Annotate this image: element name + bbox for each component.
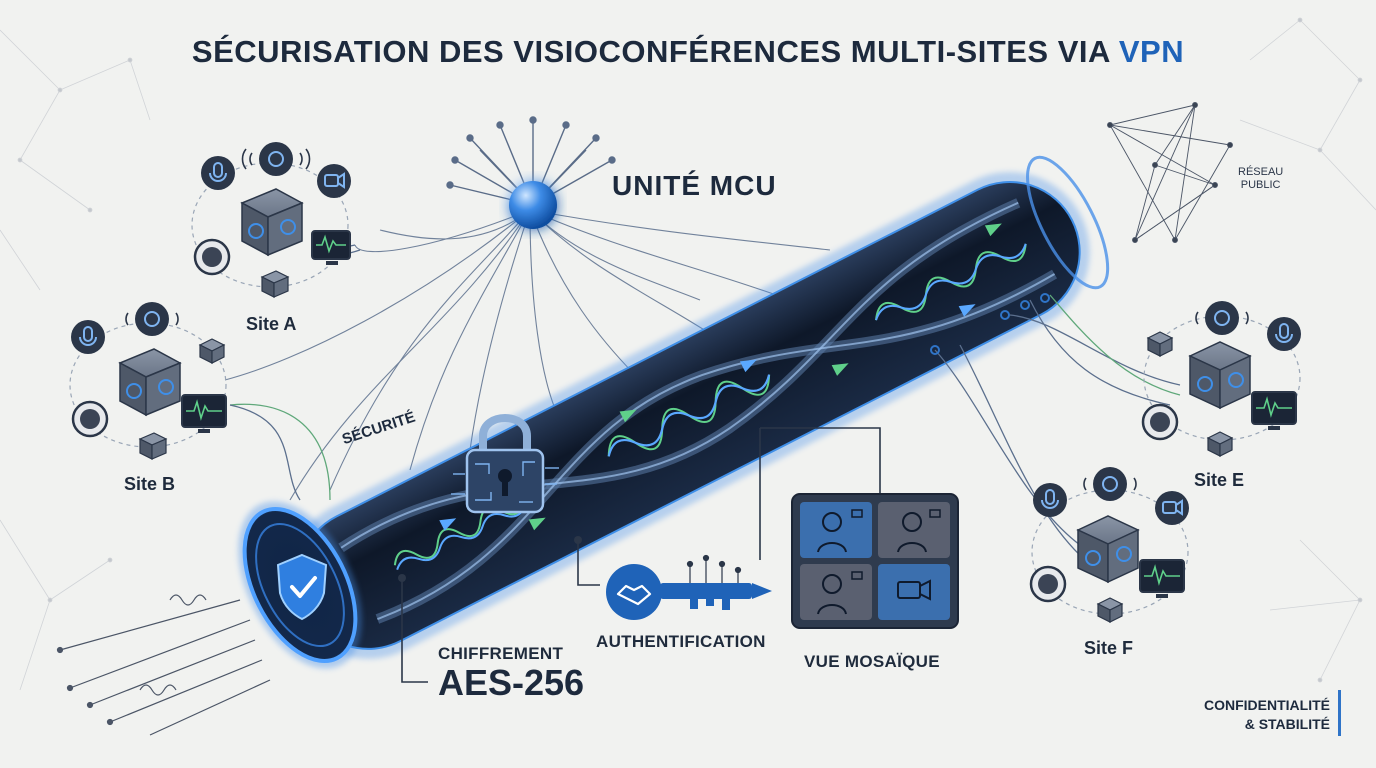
- mosaic-tile: [878, 564, 950, 620]
- mcu-orb: [509, 181, 557, 229]
- mosaic-tile: [878, 502, 950, 558]
- footer-line2: & STABILITÉ: [1244, 716, 1330, 732]
- title-main: SÉCURISATION DES VISIOCONFÉRENCES MULTI-…: [191, 34, 1119, 69]
- public-network-label: RÉSEAU PUBLIC: [1238, 166, 1283, 192]
- microphone-icon: [71, 320, 105, 354]
- webcam-icon: [1195, 301, 1249, 335]
- encryption-line2: AES-256: [438, 662, 585, 703]
- public-network-graph: [1107, 102, 1233, 243]
- site-e-cluster: [1141, 301, 1301, 457]
- padlock-icon: [451, 414, 559, 514]
- video-camera-icon: [1155, 491, 1189, 525]
- mosaic-view-panel: [791, 493, 959, 629]
- video-camera-icon: [317, 164, 351, 198]
- monitor-icon: [1139, 559, 1185, 598]
- site-label-f: Site F: [1084, 638, 1134, 658]
- public-network-line1: RÉSEAU: [1238, 166, 1284, 178]
- mcu-label: UNITÉ MCU: [612, 170, 777, 201]
- footer-accent-bar: [1338, 690, 1341, 736]
- microphone-icon: [1267, 317, 1301, 351]
- public-network-line2: PUBLIC: [1240, 179, 1281, 191]
- webcam-icon: [241, 142, 311, 176]
- site-b-cluster: [69, 302, 227, 460]
- encryption-line1: CHIFFREMENT: [438, 644, 564, 663]
- site-cube: [118, 348, 182, 417]
- authentication-label: AUTHENTIFICATION: [596, 632, 766, 651]
- site-f-cluster: [1029, 467, 1189, 623]
- site-cube: [1076, 515, 1140, 584]
- speaker-icon: [1029, 565, 1067, 603]
- monitor-icon: [311, 230, 351, 265]
- site-cube: [240, 188, 304, 257]
- speaker-icon: [1141, 403, 1179, 441]
- webcam-icon: [125, 302, 179, 336]
- footer-line1: CONFIDENTIALITÉ: [1204, 697, 1330, 713]
- background-mesh: [0, 17, 1376, 691]
- monitor-icon: [1251, 391, 1297, 430]
- monitor-icon: [181, 394, 227, 433]
- mosaic-tile: [800, 564, 872, 620]
- site-label-b: Site B: [124, 474, 176, 494]
- microphone-icon: [201, 156, 235, 190]
- site-a-cluster: [191, 142, 351, 298]
- key-icon: [660, 554, 772, 610]
- site-label-e: Site E: [1194, 470, 1245, 490]
- mosaic-tile: [800, 502, 872, 558]
- site-cube: [1188, 341, 1252, 410]
- incoming-traffic: [56, 594, 271, 736]
- site-wires: [229, 244, 1181, 561]
- site-label-a: Site A: [246, 314, 297, 334]
- webcam-icon: [1083, 467, 1137, 501]
- encryption-label: CHIFFREMENT AES-256: [438, 644, 584, 704]
- mosaic-label: VUE MOSAÏQUE: [804, 652, 940, 671]
- vpn-tunnel: [238, 155, 1110, 669]
- title-highlight: VPN: [1118, 34, 1185, 69]
- shield-check-icon: [276, 553, 328, 621]
- handshake-icon: [606, 564, 662, 620]
- speaker-icon: [71, 400, 109, 438]
- speaker-icon: [193, 238, 231, 276]
- footer-tagline: CONFIDENTIALITÉ & STABILITÉ: [1168, 696, 1330, 734]
- microphone-icon: [1033, 483, 1067, 517]
- page-title: SÉCURISATION DES VISIOCONFÉRENCES MULTI-…: [0, 34, 1376, 70]
